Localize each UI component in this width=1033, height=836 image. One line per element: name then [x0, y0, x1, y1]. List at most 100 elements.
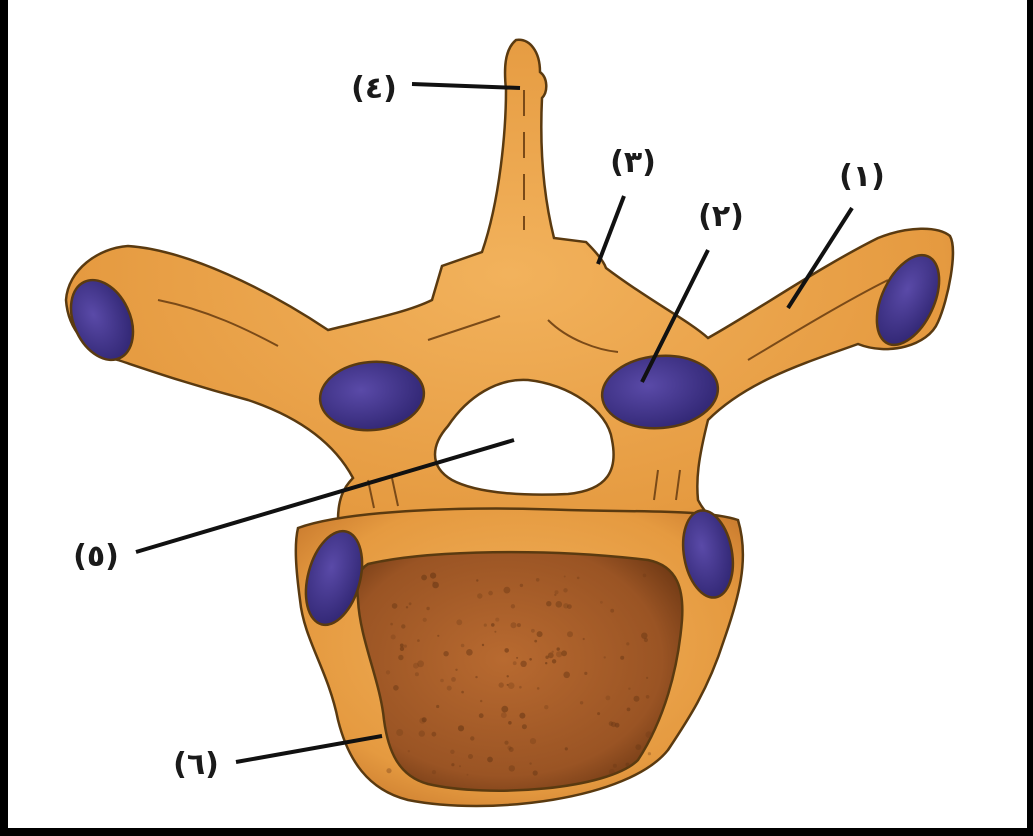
vertebral-arch — [66, 40, 953, 560]
body-speckle — [447, 686, 452, 691]
body-speckle — [419, 730, 425, 736]
body-speckle — [561, 650, 567, 656]
body-speckle — [415, 672, 419, 676]
body-speckle — [401, 624, 405, 628]
body-speckle — [648, 752, 651, 755]
body-speckle — [432, 732, 437, 737]
body-speckle — [488, 591, 493, 596]
body-speckle — [610, 609, 614, 613]
body-speckle — [536, 578, 540, 582]
body-speckle — [580, 701, 583, 704]
body-speckle — [408, 750, 410, 752]
body-speckle — [386, 670, 390, 674]
body-speckle — [391, 635, 396, 640]
body-speckle — [511, 604, 515, 608]
body-speckle — [557, 647, 560, 650]
body-speckle — [467, 774, 469, 776]
body-speckle — [548, 652, 554, 658]
body-speckle — [531, 629, 535, 633]
body-speckle — [443, 651, 448, 656]
body-speckle — [529, 658, 532, 661]
body-speckle — [537, 631, 543, 637]
body-speckle — [628, 688, 630, 690]
body-speckle — [426, 607, 429, 610]
body-speckle — [611, 722, 616, 727]
body-speckle — [480, 700, 482, 702]
body-speckle — [475, 676, 477, 678]
body-speckle — [499, 682, 504, 687]
body-speckle — [451, 763, 454, 766]
body-speckle — [393, 685, 399, 691]
label-6: (٦) — [173, 747, 219, 782]
body-speckle — [564, 576, 566, 578]
body-speckle — [484, 624, 487, 627]
body-speckle — [544, 705, 548, 709]
body-speckle — [458, 725, 464, 731]
leader-3 — [598, 196, 624, 264]
diagram-frame: (٤) (٣) (٢) (١) (٥) (٦) — [8, 0, 1027, 828]
body-speckle — [456, 619, 462, 625]
label-2: (٢) — [698, 199, 744, 234]
body-speckle — [620, 656, 624, 660]
body-speckle — [406, 606, 408, 608]
vertebra-diagram: (٤) (٣) (٢) (١) (٥) (٦) — [8, 0, 1027, 828]
body-speckle — [413, 663, 419, 669]
body-speckle — [390, 623, 393, 626]
body-speckle — [634, 696, 640, 702]
body-speckle — [534, 640, 537, 643]
body-speckle — [450, 750, 454, 754]
body-speckle — [455, 669, 457, 671]
body-speckle — [577, 577, 580, 580]
body-speckle — [627, 708, 631, 712]
body-speckle — [461, 691, 464, 694]
body-speckle — [552, 651, 554, 653]
body-speckle — [565, 747, 568, 750]
body-speckle — [386, 768, 391, 773]
body-speckle — [507, 675, 509, 677]
body-speckle — [436, 705, 439, 708]
body-speckle — [494, 631, 496, 633]
body-surface — [357, 552, 682, 791]
body-speckle — [556, 651, 562, 657]
body-speckle — [423, 618, 427, 622]
body-speckle — [466, 649, 473, 656]
body-speckle — [646, 695, 650, 699]
body-speckle — [400, 644, 404, 648]
body-speckle — [437, 635, 439, 637]
body-speckle — [422, 717, 427, 722]
body-speckle — [567, 631, 573, 637]
body-speckle — [477, 593, 482, 598]
body-speckle — [479, 713, 484, 718]
body-speckle — [643, 574, 647, 578]
body-speckle — [583, 638, 585, 640]
body-speckle — [533, 770, 538, 775]
body-speckle — [504, 587, 511, 594]
body-speckle — [646, 677, 648, 679]
body-speckle — [519, 686, 522, 689]
body-speckle — [432, 770, 436, 774]
body-speckle — [516, 657, 518, 659]
body-speckle — [529, 762, 531, 764]
body-speckle — [519, 713, 525, 719]
body-speckle — [530, 738, 536, 744]
body-speckle — [482, 644, 484, 646]
body-speckle — [417, 639, 420, 642]
body-speckle — [563, 672, 570, 679]
body-speckle — [606, 696, 611, 701]
body-speckle — [432, 581, 434, 583]
body-speckle — [398, 655, 403, 660]
body-speckle — [476, 579, 478, 581]
body-speckle — [495, 618, 499, 622]
body-speckle — [522, 724, 527, 729]
body-speckle — [584, 672, 587, 675]
body-speckle — [501, 706, 508, 713]
body-speckle — [613, 764, 617, 768]
body-speckle — [501, 712, 507, 718]
body-speckle — [487, 757, 493, 763]
body-speckle — [440, 679, 444, 683]
body-speckle — [461, 644, 465, 648]
body-speckle — [556, 601, 563, 608]
body-speckle — [507, 746, 511, 750]
body-speckle — [537, 687, 540, 690]
leader-4 — [412, 84, 520, 88]
